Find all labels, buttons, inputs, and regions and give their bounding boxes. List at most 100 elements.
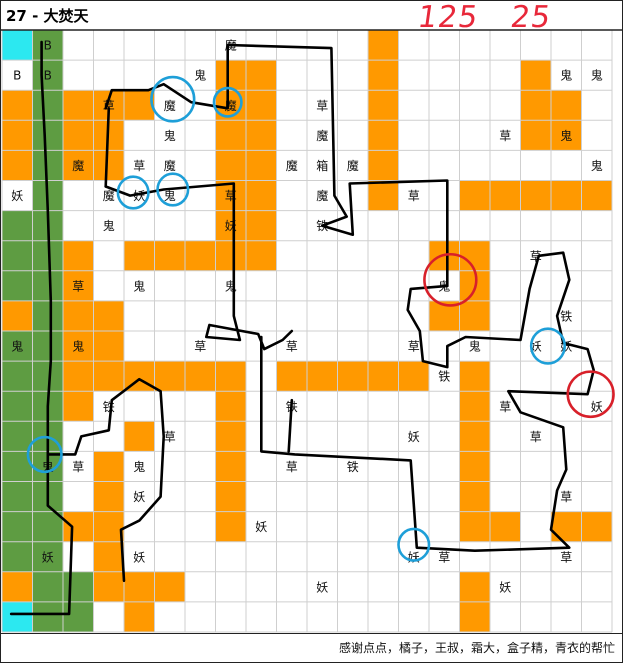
wall-cell xyxy=(246,150,277,181)
wall-cell xyxy=(368,150,399,181)
wall-cell xyxy=(215,421,246,452)
wall-cell xyxy=(459,601,490,632)
route-segment xyxy=(287,398,294,453)
cell-label: 鬼 xyxy=(560,128,572,143)
blue-circle-mark xyxy=(212,86,243,118)
route-markers xyxy=(26,75,615,562)
cell-label: 草 xyxy=(438,550,450,564)
grass-cell xyxy=(32,361,63,392)
grass-cell xyxy=(32,30,63,61)
wall-cell xyxy=(63,240,94,271)
grass-cell xyxy=(32,601,63,632)
blue-circle-mark xyxy=(529,327,567,365)
cell-label: 妖 xyxy=(316,580,328,594)
cell-label: 鬼 xyxy=(591,158,603,173)
cell-label: 鬼 xyxy=(133,278,145,293)
wall-cell xyxy=(63,300,94,331)
wall-cell xyxy=(368,90,399,121)
wall-cell xyxy=(215,451,246,482)
cell-label: 妖 xyxy=(408,550,420,564)
wall-cell xyxy=(215,361,246,392)
blue-circle-mark xyxy=(116,175,150,210)
cell-label: 鬼 xyxy=(591,68,603,83)
grass-cell xyxy=(63,571,94,602)
cell-label: 鬼 xyxy=(133,459,145,474)
wall-cell xyxy=(551,180,582,211)
wall-cell xyxy=(459,451,490,482)
board-gridlines xyxy=(0,29,623,633)
blue-circle-mark xyxy=(397,527,431,562)
cell-label: 魔 xyxy=(164,98,176,113)
wall-cell xyxy=(63,270,94,301)
wall-cell xyxy=(246,180,277,211)
wall-cell xyxy=(459,391,490,422)
cell-label: 妖 xyxy=(133,189,145,203)
blue-circle-mark xyxy=(150,75,196,123)
cell-label: 妖 xyxy=(133,490,145,504)
wall-cell xyxy=(185,361,216,392)
wall-cell xyxy=(124,240,155,271)
wall-cell xyxy=(459,421,490,452)
wall-cell xyxy=(93,451,124,482)
cell-label: 鬼 xyxy=(469,339,481,354)
wall-cell xyxy=(459,571,490,602)
cell-label: 魔 xyxy=(164,158,176,173)
grass-cell xyxy=(63,601,94,632)
wall-cell xyxy=(154,571,185,602)
wall-cell xyxy=(459,240,490,271)
wall-cell xyxy=(581,511,612,542)
wall-cell xyxy=(581,180,612,211)
wall-cell xyxy=(93,331,124,362)
cell-label: 箱 xyxy=(316,158,328,173)
grass-cell xyxy=(2,361,33,392)
cell-label: B xyxy=(44,69,52,83)
wall-cell xyxy=(63,120,94,151)
wall-cell xyxy=(246,210,277,241)
wall-cell xyxy=(93,541,124,572)
wall-cell xyxy=(368,180,399,211)
grass-cell xyxy=(2,391,33,422)
cell-label: 草 xyxy=(499,129,511,143)
wall-cell xyxy=(520,120,551,151)
cell-label: 妖 xyxy=(11,189,23,203)
wall-cell xyxy=(246,120,277,151)
wall-cell xyxy=(551,90,582,121)
wall-cell xyxy=(307,361,338,392)
route-segment xyxy=(104,107,111,188)
cell-label: 草 xyxy=(133,159,145,173)
wall-cell xyxy=(154,361,185,392)
grass-cell xyxy=(32,90,63,121)
wall-cell xyxy=(459,361,490,392)
grass-cell xyxy=(2,421,33,452)
wall-cell xyxy=(154,240,185,271)
wall-cell xyxy=(459,481,490,512)
wall-cell xyxy=(246,60,277,91)
wall-cell xyxy=(215,511,246,542)
cell-label: 妖 xyxy=(499,580,511,594)
wall-cell xyxy=(63,391,94,422)
wall-cell xyxy=(520,90,551,121)
wall-cell xyxy=(185,240,216,271)
red-circle-mark xyxy=(423,252,478,307)
portal-cell xyxy=(2,30,33,61)
wall-cell xyxy=(63,331,94,362)
red-circle-mark xyxy=(566,370,615,419)
wall-cell xyxy=(551,120,582,151)
cell-label: 妖 xyxy=(133,550,145,564)
cell-label: 魔 xyxy=(72,158,84,173)
wall-cell xyxy=(93,150,124,181)
cell-label: B xyxy=(44,39,52,53)
grass-cell xyxy=(32,331,63,362)
wall-cell xyxy=(337,361,368,392)
cell-label: 魔 xyxy=(316,188,328,203)
grass-cell xyxy=(32,120,63,151)
wall-cell xyxy=(276,361,307,392)
wall-cell xyxy=(246,240,277,271)
cell-label: 草 xyxy=(286,460,298,474)
route-segment xyxy=(9,40,74,616)
cell-label: 妖 xyxy=(255,520,267,534)
cell-label: 妖 xyxy=(408,430,420,444)
wall-cell xyxy=(368,30,399,61)
wall-cell xyxy=(63,150,94,181)
